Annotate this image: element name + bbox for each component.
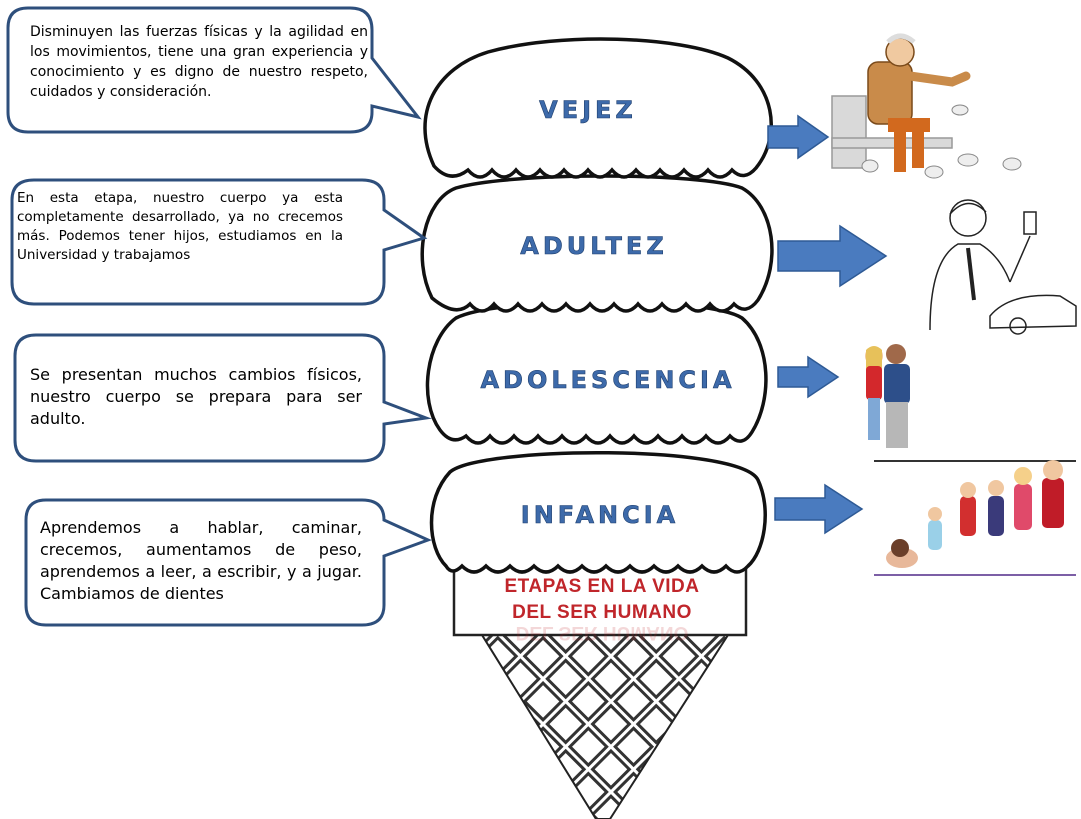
label-adultez: ADULTEZ [520, 232, 667, 260]
adult-man-image [929, 199, 1077, 335]
description-vejez: Disminuyen las fuerzas físicas y la agil… [30, 24, 368, 100]
bubble-vejez [6, 6, 422, 134]
arrow-adultez [777, 224, 888, 288]
bubble-adultez [10, 178, 428, 306]
label-vejez: VEJEZ [539, 96, 637, 124]
scoop-adultez [420, 174, 774, 313]
arrow-vejez [767, 114, 830, 160]
label-adolescencia: ADOLESCENCIA [480, 366, 735, 394]
arrow-infancia [774, 483, 864, 535]
label-infancia: INFANCIA [521, 501, 679, 529]
cone-rim: ETAPAS EN LA VIDA DEL SER HUMANO DEL SER… [452, 563, 748, 643]
bubble-adolescencia [13, 333, 432, 463]
waffle-cone [480, 634, 730, 819]
teenagers-image [865, 344, 910, 448]
scoop-vejez [423, 37, 773, 179]
description-adolescencia: Se presentan muchos cambios físicos, nue… [30, 365, 362, 428]
title-line-2: DEL SER HUMANO [512, 602, 692, 623]
description-infancia: Aprendemos a hablar, caminar, crecemos, … [40, 518, 362, 603]
title-line-1: ETAPAS EN LA VIDA [505, 576, 700, 597]
bubble-infancia [24, 498, 432, 627]
children-image [874, 460, 1076, 576]
arrow-adolescencia [777, 355, 840, 399]
scoop-infancia [429, 450, 767, 574]
elderly-man-image [831, 33, 1022, 179]
title-reflection: DEL SER HUMANO [516, 622, 689, 643]
description-adultez: En esta etapa, nuestro cuerpo ya esta co… [17, 190, 343, 263]
